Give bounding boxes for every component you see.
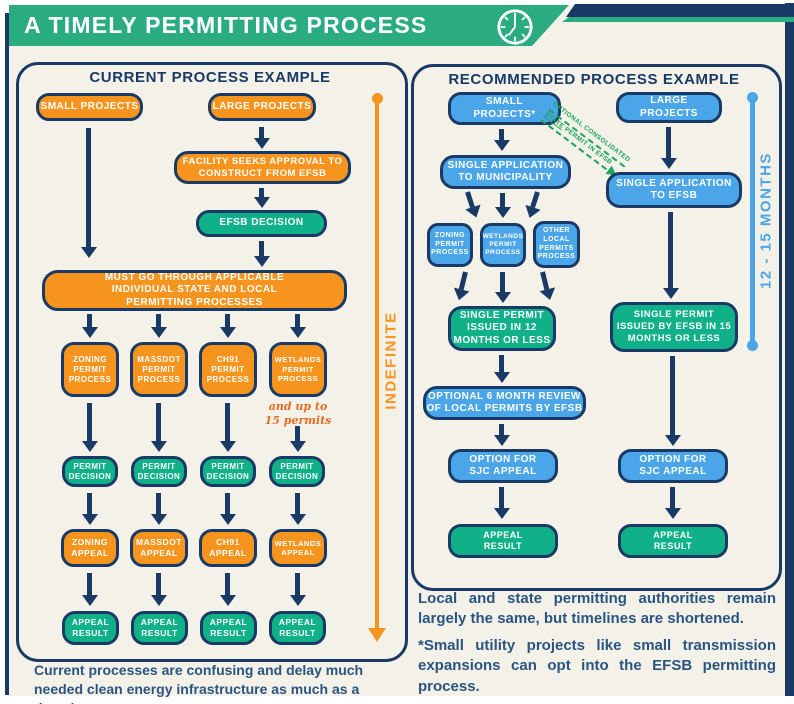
flow-arrow <box>87 314 92 327</box>
node-permit-decision: PERMIT DECISION <box>200 456 256 487</box>
indefinite-timeline <box>375 98 379 628</box>
indefinite-label: INDEFINITE <box>382 311 400 410</box>
flow-arrow <box>295 493 300 514</box>
node-appeal-result-rec: APPEAL RESULT <box>448 524 558 558</box>
node-appeal-result: APPEAL RESULT <box>200 611 257 645</box>
node-wetlands-appeal: WETLANDS APPEAL <box>269 529 327 567</box>
node-permit-decision: PERMIT DECISION <box>62 456 118 487</box>
flow-arrow <box>295 573 300 595</box>
flow-arrow <box>225 314 230 327</box>
node-appeal-result: APPEAL RESULT <box>131 611 188 645</box>
flow-arrow <box>156 314 161 327</box>
flow-arrow <box>87 493 92 514</box>
header-top-bar <box>566 4 794 17</box>
recommended-caption-1: Local and state permitting authorities r… <box>418 590 776 628</box>
clock-icon <box>497 9 533 45</box>
flow-arrow <box>259 188 264 197</box>
flow-arrow <box>670 487 675 508</box>
node-ch91-appeal: CH91 APPEAL <box>199 529 257 567</box>
timeline-bottom-dot <box>747 340 758 351</box>
node-appeal-result: APPEAL RESULT <box>269 611 326 645</box>
node-wetlands-permit-process-rec: WETLANDS PERMIT PROCESS <box>480 223 526 267</box>
months-label: 12 - 15 MONTHS <box>757 152 775 289</box>
flow-arrow <box>670 356 675 435</box>
node-appeal-result-rec: APPEAL RESULT <box>618 524 728 558</box>
node-option-sjc-appeal: OPTION FOR SJC APPEAL <box>618 449 728 483</box>
node-wetlands-permit-process: WETLANDS PERMIT PROCESS <box>269 342 327 397</box>
node-must-go-through: MUST GO THROUGH APPLICABLE INDIVIDUAL ST… <box>42 270 347 311</box>
flow-arrow <box>666 127 671 158</box>
node-zoning-permit-process-rec: ZONING PERMIT PROCESS <box>427 223 473 267</box>
flow-arrow <box>499 424 504 435</box>
node-massdot-permit-process: MASSDOT PERMIT PROCESS <box>130 342 188 397</box>
page-title: A TIMELY PERMITTING PROCESS <box>24 12 428 38</box>
node-zoning-appeal: ZONING APPEAL <box>61 529 119 567</box>
flow-arrow <box>499 129 504 140</box>
node-other-local-permits-process: OTHER LOCAL PERMITS PROCESS <box>533 221 580 268</box>
current-process-title: CURRENT PROCESS EXAMPLE <box>89 69 331 86</box>
node-permit-decision: PERMIT DECISION <box>131 456 187 487</box>
up-to-15-permits-note: and up to 15 permits <box>264 400 332 428</box>
flow-arrow <box>259 127 264 138</box>
header-banner <box>9 5 569 46</box>
node-small-projects: SMALL PROJECTS <box>36 93 143 121</box>
node-efsb-decision: EFSB DECISION <box>196 210 327 237</box>
timeline-arrowhead <box>368 628 386 642</box>
node-large-projects: LARGE PROJECTS <box>208 93 316 121</box>
flow-arrow <box>87 573 92 595</box>
header-green-strip <box>562 17 794 22</box>
node-appeal-result: APPEAL RESULT <box>62 611 119 645</box>
flow-arrow <box>225 573 230 595</box>
node-large-projects-rec: LARGE PROJECTS <box>616 92 722 123</box>
flow-arrow <box>225 403 230 441</box>
flow-arrow <box>156 573 161 595</box>
node-facility-seeks-approval: FACILITY SEEKS APPROVAL TO CONSTRUCT FRO… <box>174 151 351 184</box>
node-ch91-permit-process: CH91 PERMIT PROCESS <box>199 342 257 397</box>
flow-arrow <box>225 493 230 514</box>
node-massdot-appeal: MASSDOT APPEAL <box>130 529 188 567</box>
node-small-projects-rec: SMALL PROJECTS* <box>448 92 561 125</box>
recommended-process-panel <box>411 64 782 591</box>
node-zoning-permit-process: ZONING PERMIT PROCESS <box>61 342 119 397</box>
node-optional-6-month-review: OPTIONAL 6 MONTH REVIEW OF LOCAL PERMITS… <box>423 386 586 420</box>
current-caption: Current processes are confusing and dela… <box>34 662 364 704</box>
recommended-process-title: RECOMMENDED PROCESS EXAMPLE <box>448 71 740 88</box>
node-option-sjc-appeal: OPTION FOR SJC APPEAL <box>448 449 558 483</box>
flow-arrow <box>86 128 91 247</box>
right-border <box>785 3 794 696</box>
flow-arrow <box>668 212 673 288</box>
months-timeline <box>750 97 755 345</box>
node-single-permit-12-months: SINGLE PERMIT ISSUED IN 12 MONTHS OR LES… <box>448 306 556 351</box>
node-single-application-efsb: SINGLE APPLICATION TO EFSB <box>606 172 742 208</box>
recommended-caption-2: *Small utility projects like small trans… <box>418 637 776 695</box>
flow-arrow <box>500 193 505 207</box>
flow-arrow <box>259 241 264 256</box>
flow-arrow <box>499 355 504 372</box>
flow-arrow <box>295 426 300 441</box>
node-permit-decision: PERMIT DECISION <box>269 456 325 487</box>
node-single-permit-15-months: SINGLE PERMIT ISSUED BY EFSB IN 15 MONTH… <box>610 302 738 352</box>
flow-arrow <box>156 403 161 441</box>
flow-arrow <box>295 314 300 327</box>
left-border <box>5 13 9 695</box>
flow-arrow <box>156 493 161 514</box>
flow-arrow <box>87 403 92 441</box>
flow-arrow <box>499 487 504 508</box>
flow-arrow <box>500 272 505 292</box>
current-process-panel <box>16 62 408 662</box>
node-single-application-municipality: SINGLE APPLICATION TO MUNICIPALITY <box>440 155 571 189</box>
